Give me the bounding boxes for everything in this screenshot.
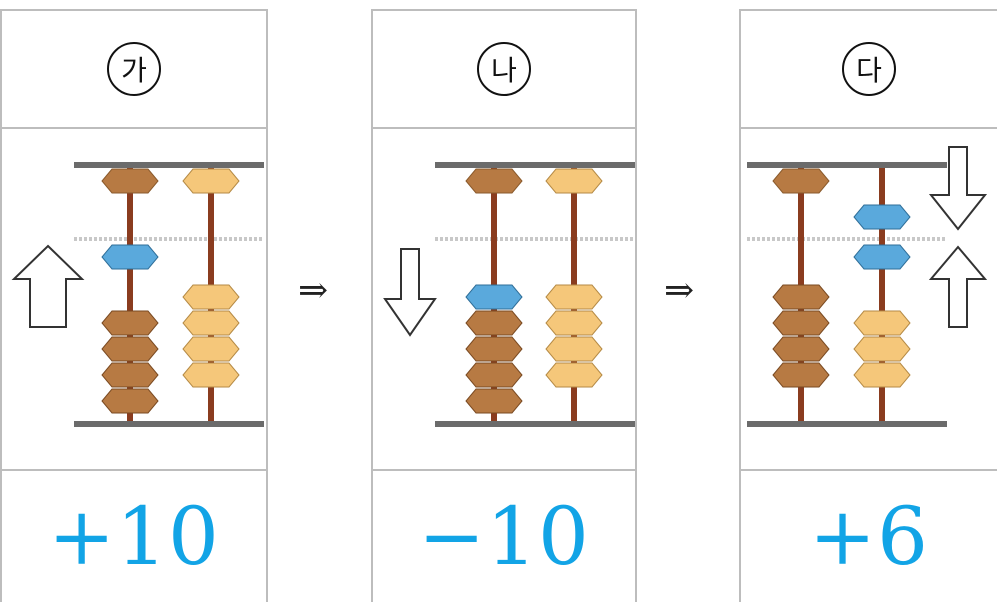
up-arrow-icon: [928, 245, 988, 328]
abacus-rod-tens: [127, 168, 133, 421]
down-arrow-icon: [383, 248, 437, 337]
bead-earth-ones-4: [182, 362, 240, 388]
abacus-top-bar: [435, 162, 635, 168]
value-text: −10: [418, 490, 590, 583]
panel-ga: 가 +10: [0, 9, 268, 602]
abacus-bottom-bar: [74, 421, 264, 427]
abacus-area: [2, 129, 266, 471]
bead-earth-tens-3: [465, 362, 523, 388]
abacus-area: [741, 129, 997, 471]
bead-earth-tens-2: [772, 310, 830, 336]
bead-earth-tens-4: [772, 362, 830, 388]
value-text: +6: [809, 490, 929, 583]
abacus-na: [383, 162, 635, 427]
bead-earth-tens-1: [101, 310, 159, 336]
bead-earth-tens-2: [465, 336, 523, 362]
value-cell: −10: [373, 471, 635, 602]
bead-heaven-tens: [772, 168, 830, 194]
abacus-top-bar: [747, 162, 947, 168]
panel-header: 다: [741, 11, 997, 129]
bead-earth-ones-3: [182, 336, 240, 362]
value-cell: +6: [741, 471, 997, 602]
up-arrow-icon: [11, 244, 85, 328]
bead-earth-tens-3: [772, 336, 830, 362]
abacus-bottom-bar: [435, 421, 635, 427]
abacus-top-bar: [74, 162, 264, 168]
abacus-ga: [11, 162, 264, 427]
circled-label: 나: [477, 42, 531, 96]
bead-active-tens: [101, 244, 159, 270]
abacus-bottom-bar: [747, 421, 947, 427]
bead-earth-ones-1: [182, 284, 240, 310]
bead-earth-tens-1: [772, 284, 830, 310]
bead-heaven-ones: [545, 168, 603, 194]
implies-arrow-icon: ⇒: [664, 270, 695, 311]
value-text: +10: [48, 490, 220, 583]
abacus-rod-ones: [879, 168, 885, 421]
bead-earth-tens-3: [101, 362, 159, 388]
bead-earth-ones-3: [545, 336, 603, 362]
bead-earth-tens-4: [465, 388, 523, 414]
bead-heaven-ones-active: [853, 204, 911, 230]
panel-na: 나 −10: [371, 9, 637, 602]
bead-heaven-tens: [465, 168, 523, 194]
bead-heaven-ones: [182, 168, 240, 194]
bead-earth-tens-4: [101, 388, 159, 414]
bead-earth-ones-2: [545, 310, 603, 336]
down-arrow-icon: [928, 146, 988, 231]
abacus-area: [373, 129, 635, 471]
bead-earth-ones-3: [853, 336, 911, 362]
panel-header: 가: [2, 11, 266, 129]
bead-active-tens: [465, 284, 523, 310]
bead-earth-ones-4: [853, 362, 911, 388]
panel-header: 나: [373, 11, 635, 129]
bead-heaven-tens: [101, 168, 159, 194]
implies-arrow-icon: ⇒: [298, 270, 329, 311]
abacus-da: [747, 146, 988, 427]
bead-earth-ones-active: [853, 244, 911, 270]
bead-earth-tens-2: [101, 336, 159, 362]
bead-earth-ones-2: [853, 310, 911, 336]
bead-earth-ones-2: [182, 310, 240, 336]
circled-label: 다: [842, 42, 896, 96]
bead-earth-ones-4: [545, 362, 603, 388]
bead-earth-ones-1: [545, 284, 603, 310]
circled-label: 가: [107, 42, 161, 96]
panel-da: 다 +6: [739, 9, 997, 602]
value-cell: +10: [2, 471, 266, 602]
bead-earth-tens-1: [465, 310, 523, 336]
